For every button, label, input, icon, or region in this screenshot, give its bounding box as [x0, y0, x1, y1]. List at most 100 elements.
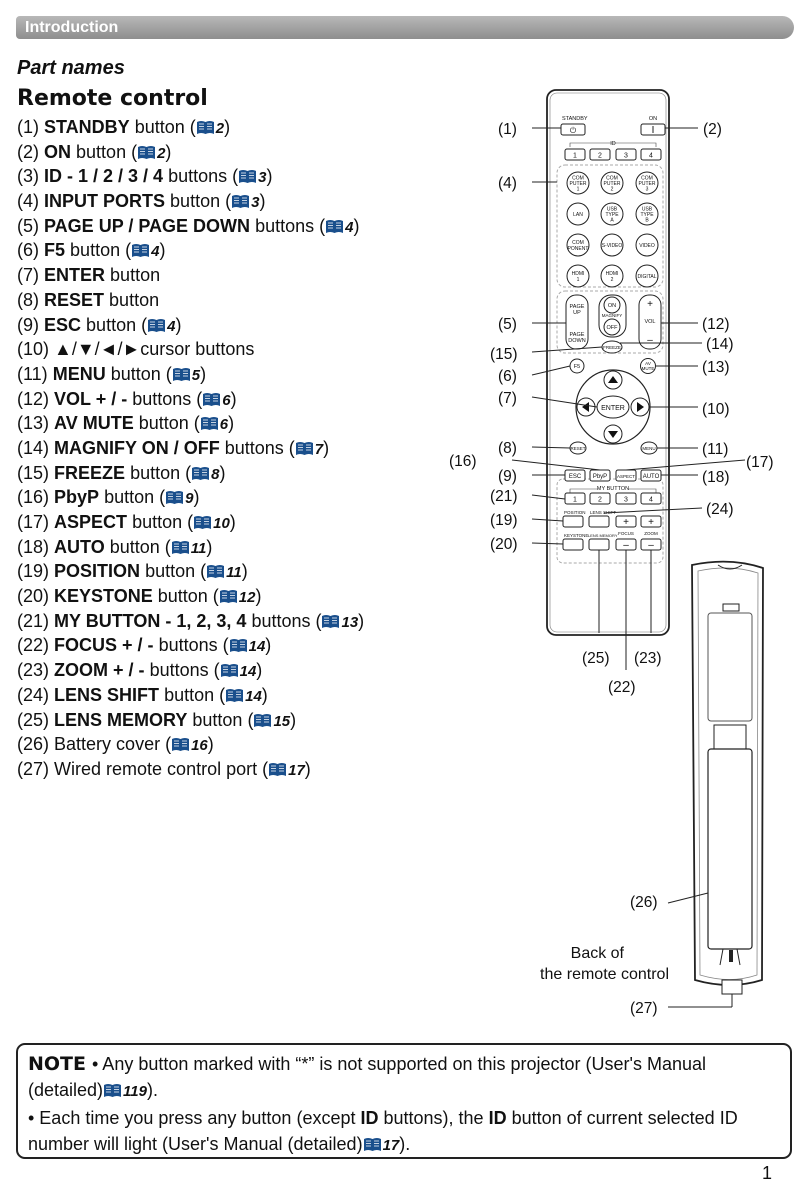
callout-20: (20): [490, 536, 518, 553]
part-item: (7) ENTER button: [17, 263, 364, 288]
part-item: (5) PAGE UP / PAGE DOWN buttons (4): [17, 215, 360, 236]
part-name: FREEZE: [54, 462, 126, 483]
component-button[interactable]: [566, 233, 590, 257]
part-number: (5): [17, 215, 39, 236]
battery-cover[interactable]: [707, 748, 753, 950]
id-4-button[interactable]: [640, 148, 662, 161]
part-number: (3): [17, 166, 39, 187]
part-suffix: buttons: [158, 635, 218, 656]
svg-text:2: 2: [598, 153, 602, 160]
part-name: PAGE UP / PAGE DOWN: [44, 215, 251, 236]
part-item: (3) ID - 1 / 2 / 3 / 4 buttons (3): [17, 166, 273, 187]
svg-text:PbyP: PbyP: [593, 474, 607, 480]
part-name: ASPECT: [54, 512, 128, 532]
video-button[interactable]: [635, 233, 659, 257]
svg-text:+: +: [648, 517, 654, 528]
focus-plus-button[interactable]: [615, 515, 637, 528]
svg-text:+: +: [647, 299, 653, 310]
id-3-button[interactable]: [615, 148, 637, 161]
my-2-button[interactable]: [589, 492, 611, 505]
callout-9: (9): [498, 468, 517, 485]
page-ref: 15: [273, 712, 291, 730]
part-number: (10): [17, 339, 50, 360]
position-button[interactable]: [562, 515, 584, 528]
part-suffix: Battery cover: [54, 734, 161, 755]
part-suffix: button: [110, 265, 161, 286]
page-ref: 12: [238, 589, 256, 607]
manual-book-icon: [325, 216, 345, 236]
manual-book-icon: [225, 685, 245, 705]
part-number: (19): [17, 561, 50, 582]
computer-1-button[interactable]: [566, 171, 590, 195]
part-item: (19) POSITION button (11): [17, 561, 248, 582]
svg-text:–: –: [648, 540, 654, 551]
page-ref: 14: [248, 638, 266, 656]
digital-button[interactable]: [635, 264, 659, 288]
part-number: (27): [17, 758, 50, 779]
usb-type-b-button[interactable]: [635, 202, 659, 226]
page-ref: 3: [251, 194, 260, 212]
computer-2-button[interactable]: [600, 171, 624, 195]
usb-type-a-button[interactable]: [600, 202, 624, 226]
id-2-button[interactable]: [589, 148, 611, 161]
svg-text:F5: F5: [574, 364, 580, 370]
callout-4: (4): [498, 175, 517, 192]
svg-text:–: –: [647, 335, 653, 346]
s-video-button[interactable]: [600, 233, 624, 257]
page-ref: 9: [185, 490, 194, 508]
svg-text:2: 2: [598, 497, 602, 504]
svg-text:AV: AV: [645, 361, 651, 366]
id-1-button[interactable]: [564, 148, 586, 161]
part-number: (1): [17, 117, 39, 137]
hdmi-1-button[interactable]: [566, 264, 590, 288]
zoom-plus-button[interactable]: [640, 515, 662, 528]
wired-remote-port[interactable]: [721, 979, 743, 995]
callout-22: (22): [608, 679, 636, 696]
page-ref: 11: [226, 564, 242, 582]
vol-label: VOL: [644, 319, 655, 325]
standby-label: STANDBY: [562, 116, 588, 122]
part-suffix: button: [109, 536, 160, 557]
svg-text:FREEZE: FREEZE: [603, 345, 621, 350]
lens-shift-button[interactable]: [588, 515, 610, 528]
manual-book-icon: [193, 512, 213, 532]
keystone-button[interactable]: [562, 538, 584, 551]
lens-memory-button[interactable]: [588, 538, 610, 551]
manual-book-icon: [268, 759, 288, 779]
part-item: (21) MY BUTTON - 1, 2, 3, 4 buttons (13): [17, 610, 365, 631]
callout-21: (21): [490, 488, 518, 505]
note-line-1: NOTE• Any button marked with “*” is not …: [28, 1053, 707, 1100]
svg-text:ON: ON: [608, 303, 616, 309]
svg-text:1: 1: [577, 277, 580, 283]
part-number: (2): [17, 141, 39, 162]
magnify-off-button[interactable]: [603, 318, 621, 336]
svg-text:+: +: [623, 517, 629, 528]
lan-button[interactable]: [566, 202, 590, 226]
part-name: RESET: [44, 289, 105, 310]
callout-26: (26): [630, 894, 658, 911]
vol-rocker[interactable]: [638, 294, 662, 350]
part-item: (16) PbyP button (9): [17, 487, 200, 508]
standby-button[interactable]: [560, 123, 586, 136]
part-number: (9): [17, 314, 39, 335]
svg-text:1: 1: [573, 497, 577, 504]
svg-text:COM: COM: [572, 240, 584, 246]
manual-book-icon: [220, 660, 240, 680]
av-mute-button[interactable]: [640, 358, 656, 374]
svg-text:RESET: RESET: [570, 446, 585, 451]
manual-book-icon: [171, 734, 191, 754]
hdmi-2-button[interactable]: [600, 264, 624, 288]
part-suffix: buttons: [132, 388, 192, 409]
my-4-button[interactable]: [640, 492, 662, 505]
part-suffix: button: [110, 363, 161, 384]
part-suffix: button: [164, 684, 215, 705]
page-ref: 10: [213, 515, 230, 532]
my-3-button[interactable]: [615, 492, 637, 505]
part-name: ID - 1 / 2 / 3 / 4: [44, 166, 164, 187]
page-ref: 8: [211, 465, 220, 483]
page-ref: 5: [191, 366, 201, 384]
part-suffix: buttons: [149, 660, 209, 681]
magnify-on-button[interactable]: [603, 296, 621, 314]
part-suffix: button: [76, 141, 127, 162]
computer-3-button[interactable]: [635, 171, 659, 195]
